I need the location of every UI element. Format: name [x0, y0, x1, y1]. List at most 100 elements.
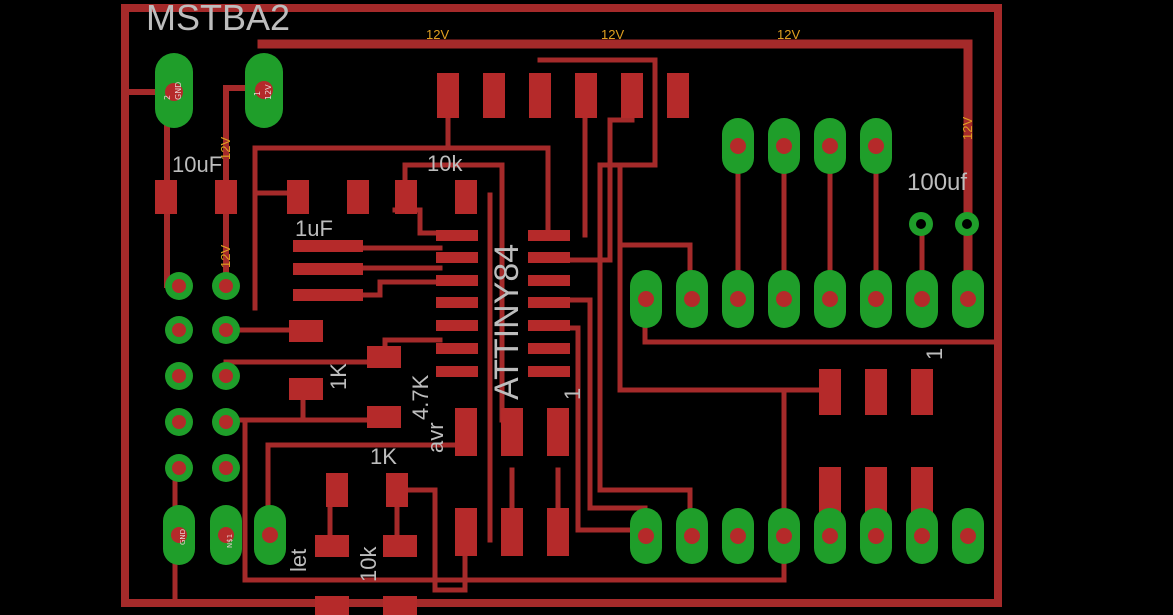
trace-t [223, 337, 443, 365]
mr-hole-7 [914, 291, 930, 307]
left-header-col-2 [210, 272, 242, 565]
label-1k-a: 1K [326, 363, 351, 390]
res-10k-b-pad-2 [383, 596, 417, 615]
br-hole-7 [914, 528, 930, 544]
left2-hole-6 [218, 527, 234, 543]
ic-pin-l2 [436, 252, 478, 263]
mr-hole-2 [684, 291, 700, 307]
mosfet-hole [262, 527, 278, 543]
br-hole-1 [638, 528, 654, 544]
ic-pin-r5 [528, 320, 570, 331]
label-pin1-right: 1 [922, 348, 947, 360]
cap-1uf-pad-1 [287, 180, 309, 214]
top-right-header [722, 118, 892, 174]
ic-pin-r7 [528, 366, 570, 377]
led-pad-1 [315, 535, 349, 557]
ic-pin-r4 [528, 297, 570, 308]
ic-pin-r3 [528, 275, 570, 286]
net-label-12v-left-a: 12V [218, 137, 233, 160]
ic-pin-r2 [528, 252, 570, 263]
net-label-12v-left-b: 12V [218, 245, 233, 268]
left-hole-4 [172, 415, 186, 429]
board-outline-trace [121, 4, 1002, 607]
pad-text-net: N$1 [226, 534, 234, 548]
net-label-12v-3: 12V [777, 27, 800, 42]
left-hole-3 [172, 369, 186, 383]
trace-d [537, 57, 693, 533]
mr-hole-8 [960, 291, 976, 307]
pad-text-gnd-bottom: GND [179, 529, 187, 545]
label-let: let [286, 549, 311, 572]
ic-pin-l3 [436, 275, 478, 286]
ic-pin-l1 [436, 230, 478, 241]
res-10k-pad-2 [455, 180, 477, 214]
header-pad-3 [529, 73, 551, 118]
board-title: MSTBA2 [146, 0, 290, 38]
label-10k-bottom: 10k [356, 546, 381, 582]
left-hole-1 [172, 279, 186, 293]
net-label-12v-right: 12V [960, 117, 975, 140]
res-1k-a-pad-2 [367, 346, 401, 368]
res-10k-pad-1 [395, 180, 417, 214]
left2-hole-1 [219, 279, 233, 293]
br-hole-5 [822, 528, 838, 544]
reg-pad-2 [293, 263, 363, 275]
jumper-pad-1 [819, 369, 841, 415]
pad-text-12v: 12V [264, 84, 273, 100]
avr-header-pad-5 [501, 508, 523, 556]
net-label-12v-2: 12V [601, 27, 624, 42]
header-pad-1 [437, 73, 459, 118]
pad-text-1: 1 [253, 91, 262, 96]
net-label-12v-1: 12V [426, 27, 449, 42]
br-hole-2 [684, 528, 700, 544]
header-pad-5 [621, 73, 643, 118]
br-hole-4 [776, 528, 792, 544]
label-pin1-ic: 1 [560, 388, 585, 400]
cap-1uf-pad-2 [347, 180, 369, 214]
smd-pads [155, 73, 933, 615]
br-hole-8 [960, 528, 976, 544]
jumper-pad-2 [865, 369, 887, 415]
reg-pad-1 [293, 240, 363, 252]
mr-hole-4 [776, 291, 792, 307]
header-pad-2 [483, 73, 505, 118]
trace-y [394, 487, 468, 593]
res-1k-a-pad-1 [289, 320, 323, 342]
mr-hole-6 [868, 291, 884, 307]
terminal-hole-12v [255, 81, 273, 99]
jumper-pad-5 [865, 467, 887, 513]
left-hole-2 [172, 323, 186, 337]
terminal-hole-gnd [165, 83, 183, 101]
tr-hole-4 [868, 138, 884, 154]
led-pad-2 [383, 535, 417, 557]
br-hole-6 [868, 528, 884, 544]
left-hole-6 [171, 527, 187, 543]
component-labels: MSTBA2 10uF 1uF 10k 100uf ATTINY84 1K 4.… [146, 0, 967, 582]
pad-texts: GND 2 12V 1 GND N$1 [163, 82, 273, 548]
trace-c [402, 162, 505, 423]
ic-pin-l5 [436, 320, 478, 331]
avr-header-pad-2 [501, 408, 523, 456]
br-hole-3 [730, 528, 746, 544]
mr-hole-3 [730, 291, 746, 307]
jumper-pad-4 [819, 467, 841, 513]
label-4-7k: 4.7K [408, 374, 433, 420]
res-1k-b-pad-1 [326, 473, 348, 507]
left-header-col-1 [163, 272, 195, 565]
ic-pin-l7 [436, 366, 478, 377]
jumper-pad-6 [911, 467, 933, 513]
mr-hole-5 [822, 291, 838, 307]
trace-v [265, 442, 468, 533]
trace-a [252, 145, 551, 311]
cap-10uf-pad-2 [215, 180, 237, 214]
ic-pin-r1 [528, 230, 570, 241]
ic-pin-l6 [436, 343, 478, 354]
avr-header-pad-3 [547, 408, 569, 456]
mr-hole-1 [638, 291, 654, 307]
header-pad-6 [667, 73, 689, 118]
left2-hole-2 [219, 323, 233, 337]
through-hole-pads [155, 53, 984, 565]
avr-header-pad-1 [455, 408, 477, 456]
avr-header-pad-6 [547, 508, 569, 556]
pad-text-2: 2 [163, 95, 172, 100]
